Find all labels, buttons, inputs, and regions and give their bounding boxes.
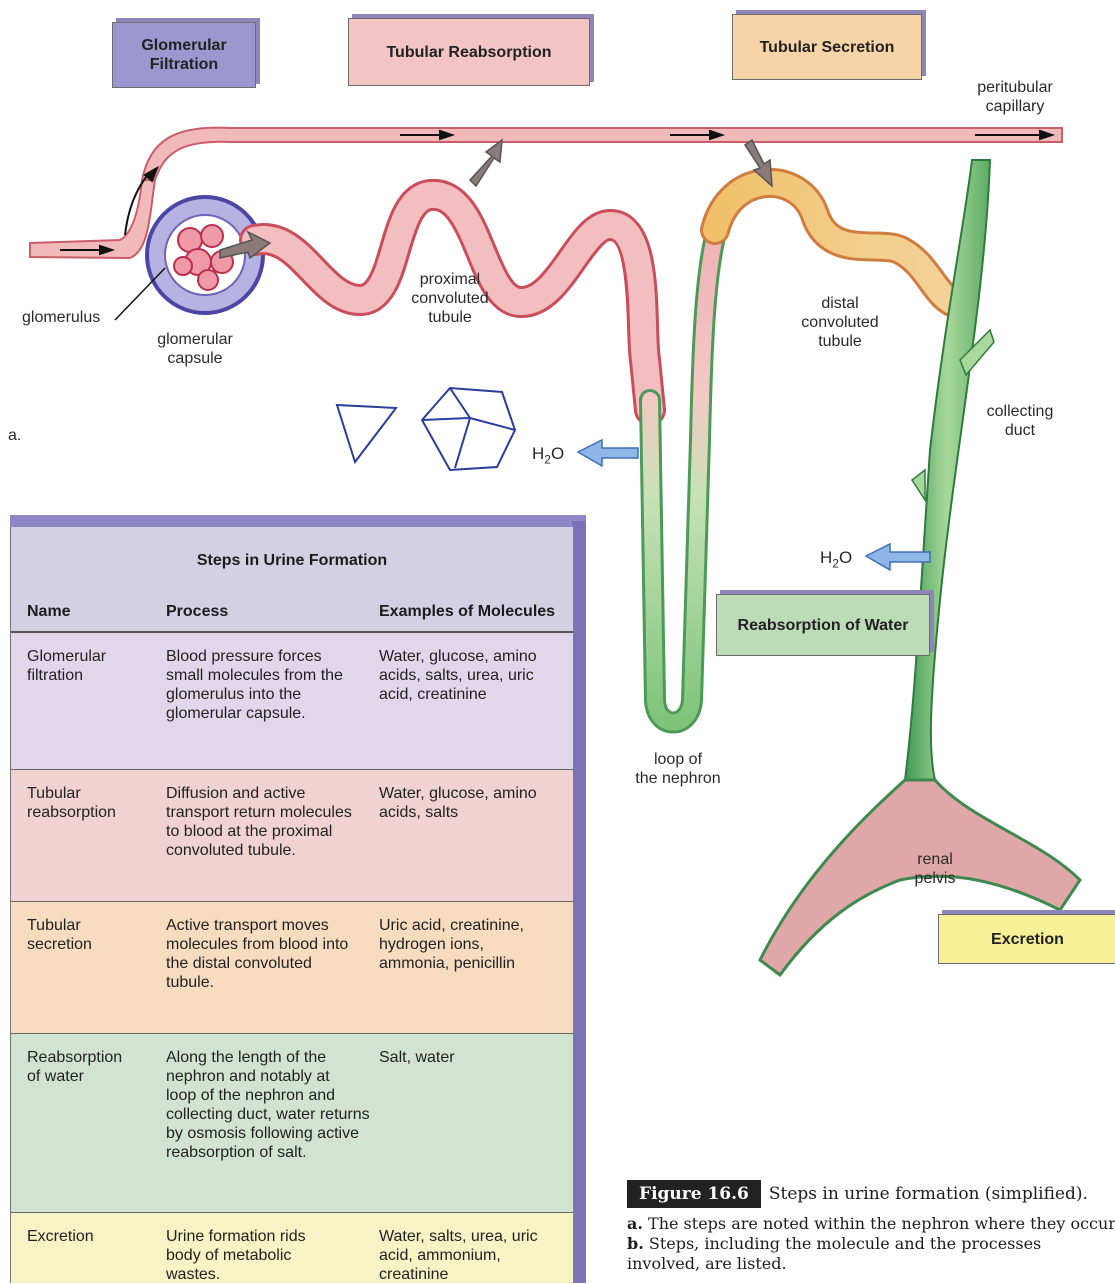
step-excretion: Excretion — [938, 914, 1115, 964]
figure-caption: Figure 16.6 Steps in urine formation (sim… — [627, 1180, 1115, 1283]
water-arrows — [578, 440, 930, 570]
caption-line-a: a. The steps are noted within the nephro… — [627, 1214, 1115, 1234]
glomerulus-pointer — [115, 268, 165, 320]
table-row: Glomerular filtration Blood pressure for… — [11, 633, 573, 770]
label-renal-pelvis: renal pelvis — [895, 850, 975, 888]
cell-process: Active transport moves molecules from bl… — [166, 916, 371, 992]
header-examples: Examples of Molecules — [379, 603, 555, 621]
table-title: Steps in Urine Formation — [11, 527, 573, 595]
cell-name: Reabsorption of water — [27, 1048, 157, 1086]
cell-name: Tubular secretion — [27, 916, 157, 954]
step-glomerular-filtration-label: Glomerular Filtration — [141, 36, 226, 74]
step-tubular-secretion-label: Tubular Secretion — [760, 38, 895, 57]
step-glomerular-filtration: Glomerular Filtration — [112, 22, 256, 88]
cell-examples: Water, glucose, amino acids, salts — [379, 784, 564, 822]
step-reabsorption-of-water-label: Reabsorption of Water — [738, 616, 909, 635]
figure-title: Steps in urine formation (simplified). — [769, 1184, 1088, 1204]
figure-label: Figure 16.6 — [627, 1180, 761, 1208]
table-header: Name Process Examples of Molecules — [11, 595, 573, 633]
step-reabsorption-of-water: Reabsorption of Water — [716, 594, 930, 656]
step-tubular-secretion: Tubular Secretion — [732, 14, 922, 80]
caption-line-c: involved, are listed. — [627, 1254, 1115, 1274]
cell-process: Blood pressure forces small molecules fr… — [166, 647, 371, 723]
table-row: Excretion Urine formation rids body of m… — [11, 1213, 573, 1283]
label-glomerular-capsule: glomerular capsule — [140, 330, 250, 368]
table-side-edge — [572, 521, 586, 1283]
cell-process: Urine formation rids body of metabolic w… — [166, 1227, 371, 1284]
step-excretion-label: Excretion — [991, 930, 1064, 949]
label-h2o-lower: H2O — [820, 548, 852, 573]
steps-table: Steps in Urine Formation Name Process Ex… — [10, 527, 573, 1283]
step-tubular-reabsorption-label: Tubular Reabsorption — [386, 43, 551, 62]
caption-line-b: b. Steps, including the molecule and the… — [627, 1234, 1115, 1254]
cell-process: Diffusion and active transport return mo… — [166, 784, 371, 860]
steps-table-panel: Steps in Urine Formation Name Process Ex… — [10, 515, 572, 1283]
label-distal-tubule: distal convoluted tubule — [790, 294, 890, 351]
cell-name: Glomerular filtration — [27, 647, 157, 685]
label-loop-of-nephron: loop of the nephron — [620, 750, 736, 788]
cell-name: Tubular reabsorption — [27, 784, 157, 822]
cell-name: Excretion — [27, 1227, 157, 1246]
cell-examples: Water, salts, urea, uric acid, ammonium,… — [379, 1227, 564, 1284]
cell-examples: Water, glucose, amino acids, salts, urea… — [379, 647, 564, 704]
label-panel-a: a. — [8, 426, 21, 445]
table-row: Reabsorption of water Along the length o… — [11, 1034, 573, 1213]
hand-sketch — [337, 388, 515, 470]
table-row: Tubular secretion Active transport moves… — [11, 902, 573, 1034]
step-tubular-reabsorption: Tubular Reabsorption — [348, 18, 590, 86]
cell-examples: Uric acid, creatinine, hydrogen ions, am… — [379, 916, 564, 973]
cell-process: Along the length of the nephron and nota… — [166, 1048, 371, 1162]
label-collecting-duct: collecting duct — [970, 402, 1070, 440]
table-row: Tubular reabsorption Diffusion and activ… — [11, 770, 573, 902]
cell-examples: Salt, water — [379, 1048, 564, 1067]
header-name: Name — [27, 603, 71, 621]
header-process: Process — [166, 603, 228, 621]
table-top-edge — [10, 515, 586, 527]
peritubular-capillary — [142, 128, 1062, 180]
label-peritubular-capillary: peritubular capillary — [960, 78, 1070, 116]
label-h2o-upper: H2O — [532, 444, 564, 469]
label-glomerulus: glomerulus — [22, 308, 100, 327]
label-proximal-tubule: proximal convoluted tubule — [400, 270, 500, 327]
